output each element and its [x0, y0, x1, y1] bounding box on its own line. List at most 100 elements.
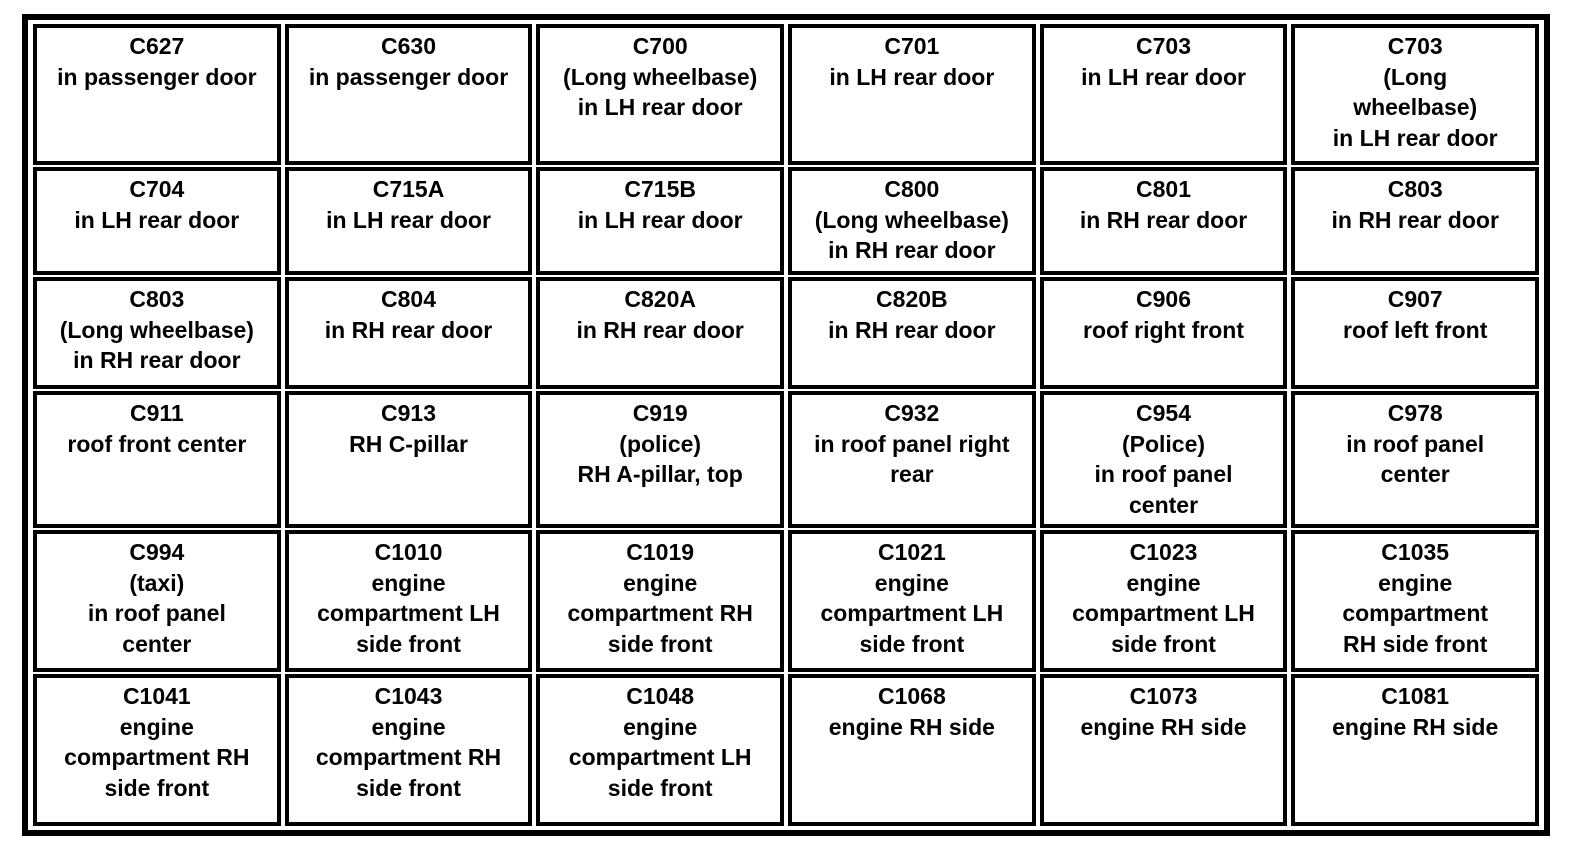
table-row: C1041 engine compartment RH side front C…: [31, 673, 1541, 827]
table-cell: C913 RH C-pillar: [284, 391, 533, 528]
connector-id: C932: [884, 400, 940, 426]
connector-location: (Long wheelbase) in LH rear door: [563, 63, 758, 121]
connector-location: (Police) in roof panel center: [1094, 430, 1233, 518]
connector-location: engine compartment LH side front: [820, 569, 1004, 657]
table-row: C704 in LH rear door C715A in LH rear do…: [31, 166, 1541, 276]
connector-location: in RH rear door: [828, 316, 996, 343]
connector-id: C906: [1136, 286, 1192, 312]
table-row: C803 (Long wheelbase) in RH rear door C8…: [31, 276, 1541, 390]
connector-location: in LH rear door: [1081, 63, 1246, 90]
connector-location: in roof panel right rear: [814, 430, 1010, 488]
table-cell: C1010 engine compartment LH side front: [284, 530, 533, 672]
connector-id: C803: [1387, 176, 1443, 202]
table-cell: C703 (Long wheelbase) in LH rear door: [1291, 24, 1540, 165]
table-cell: C1068 engine RH side: [788, 674, 1036, 826]
table-cell: C703 in LH rear door: [1039, 24, 1288, 165]
table-cell: C954 (Police) in roof panel center: [1039, 391, 1288, 528]
table-cell: C1035 engine compartment RH side front: [1291, 530, 1540, 672]
connector-id: C715B: [624, 176, 696, 202]
connector-location: engine RH side: [828, 713, 995, 740]
connector-id: C800: [884, 176, 940, 202]
connector-id: C1035: [1381, 539, 1450, 565]
connector-id: C803: [129, 286, 185, 312]
table-cell: C1041 engine compartment RH side front: [33, 674, 281, 826]
connector-location: in passenger door: [57, 63, 257, 90]
connector-location: (Long wheelbase) in RH rear door: [59, 316, 254, 374]
table-cell: C820B in RH rear door: [788, 277, 1036, 389]
connector-id: C700: [632, 33, 688, 59]
table-grid: C627 in passenger door C630 in passenger…: [31, 23, 1541, 827]
table-cell: C1048 engine compartment LH side front: [536, 674, 785, 826]
table-cell: C804 in RH rear door: [284, 277, 533, 389]
table-cell: C1019 engine compartment RH side front: [536, 530, 785, 672]
connector-location: roof front center: [67, 430, 247, 457]
table-cell: C919 (police) RH A-pillar, top: [536, 391, 785, 528]
connector-location: engine compartment LH side front: [317, 569, 500, 657]
table-cell: C911 roof front center: [33, 391, 281, 528]
connector-location: (taxi) in roof panel center: [87, 569, 226, 657]
connector-id: C820A: [624, 286, 696, 312]
connector-id: C703: [1387, 33, 1443, 59]
connector-id: C820B: [876, 286, 948, 312]
connector-location: in RH rear door: [1331, 206, 1499, 233]
connector-id: C1021: [877, 539, 946, 565]
table-cell: C627 in passenger door: [33, 24, 281, 165]
connector-id: C907: [1387, 286, 1443, 312]
connector-id: C919: [632, 400, 688, 426]
connector-id: C1068: [877, 683, 946, 709]
connector-id: C703: [1136, 33, 1192, 59]
table-cell: C994 (taxi) in roof panel center: [33, 530, 281, 672]
table-cell: C800 (Long wheelbase) in RH rear door: [788, 167, 1036, 275]
connector-id: C978: [1387, 400, 1443, 426]
connector-id: C1023: [1129, 539, 1198, 565]
connector-location: in LH rear door: [577, 206, 743, 233]
connector-location: engine compartment RH side front: [64, 713, 250, 801]
connector-id: C804: [381, 286, 436, 312]
connector-location: in RH rear door: [576, 316, 744, 343]
table-cell: C1081 engine RH side: [1291, 674, 1540, 826]
connector-location: in RH rear door: [324, 316, 493, 343]
table-cell: C701 in LH rear door: [788, 24, 1036, 165]
connector-id: C630: [381, 33, 436, 59]
connector-id: C1019: [626, 539, 695, 565]
table-cell: C1073 engine RH side: [1039, 674, 1288, 826]
connector-location: engine RH side: [1332, 713, 1499, 740]
table-cell: C907 roof left front: [1291, 277, 1540, 389]
connector-id: C627: [129, 33, 185, 59]
table-cell: C803 (Long wheelbase) in RH rear door: [33, 277, 281, 389]
connector-location: engine compartment RH side front: [1342, 569, 1489, 657]
table-cell: C803 in RH rear door: [1291, 167, 1540, 275]
table-cell: C1021 engine compartment LH side front: [788, 530, 1036, 672]
connector-id: C913: [381, 400, 436, 426]
connector-location: roof left front: [1343, 316, 1488, 343]
table-cell: C1023 engine compartment LH side front: [1039, 530, 1288, 672]
table-cell: C820A in RH rear door: [536, 277, 785, 389]
connector-location: (Long wheelbase) in RH rear door: [814, 206, 1009, 264]
connector-id: C954: [1136, 400, 1192, 426]
connector-location: engine compartment LH side front: [568, 713, 752, 801]
table-row: C911 roof front center C913 RH C-pillar …: [31, 390, 1541, 529]
connector-location: engine compartment RH side front: [315, 713, 502, 801]
connector-location: RH C-pillar: [349, 430, 468, 457]
connector-id: C715A: [372, 176, 445, 202]
table-cell: C715B in LH rear door: [536, 167, 785, 275]
connector-location: in LH rear door: [74, 206, 240, 233]
connector-location: engine compartment RH side front: [567, 569, 753, 657]
table-cell: C700 (Long wheelbase) in LH rear door: [536, 24, 785, 165]
connector-location: (police) RH A-pillar, top: [577, 430, 743, 488]
table-cell: C978 in roof panel center: [1291, 391, 1540, 528]
connector-location: (Long wheelbase) in LH rear door: [1332, 63, 1498, 151]
connector-id: C701: [884, 33, 940, 59]
table-cell: C906 roof right front: [1039, 277, 1288, 389]
connector-location: in roof panel center: [1346, 430, 1485, 488]
connector-id: C1081: [1381, 683, 1450, 709]
table-cell: C1043 engine compartment RH side front: [284, 674, 533, 826]
connector-id: C994: [129, 539, 185, 565]
connector-id: C801: [1136, 176, 1192, 202]
connector-id: C1048: [626, 683, 695, 709]
connector-id: C1073: [1129, 683, 1198, 709]
table-row: C994 (taxi) in roof panel center C1010 e…: [31, 529, 1541, 673]
connector-location: in passenger door: [308, 63, 509, 90]
table-cell: C932 in roof panel right rear: [788, 391, 1036, 528]
connector-id: C1043: [374, 683, 443, 709]
